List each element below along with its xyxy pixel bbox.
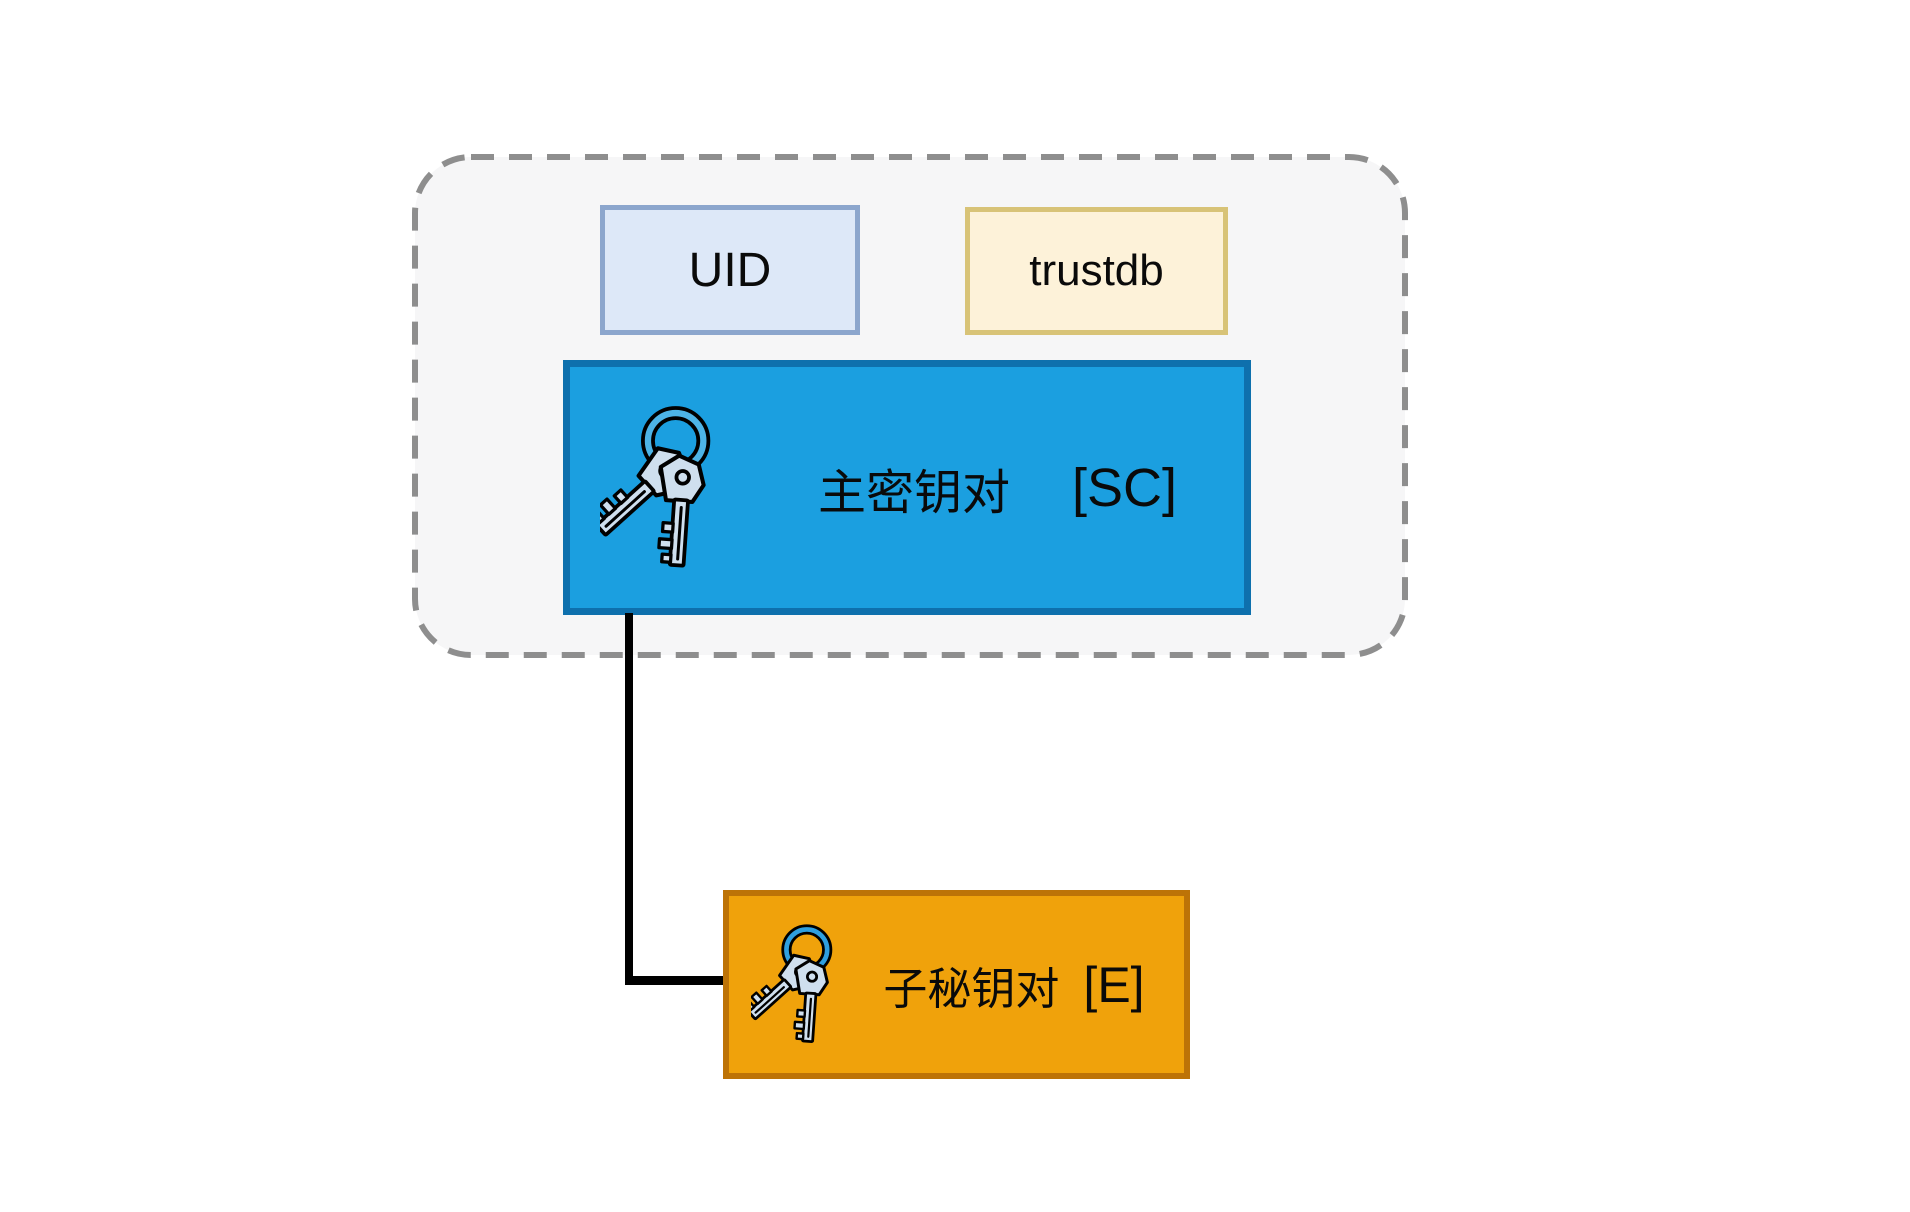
subkey-pair-label: 子秘钥对	[883, 964, 1060, 1014]
trustdb-label: trustdb	[1029, 246, 1164, 295]
subkey-pair-box: 子秘钥对 [E]	[723, 890, 1190, 1079]
uid-label: UID	[688, 243, 772, 297]
uid-box: UID	[600, 205, 860, 335]
trustdb-box: trustdb	[965, 207, 1228, 335]
connector-line-horizontal	[625, 976, 723, 985]
connector-line-vertical	[625, 613, 633, 985]
subkey-pair-labels: 子秘钥对 [E]	[862, 953, 1184, 1017]
master-keypair-usage-tag: [SC]	[1071, 457, 1178, 518]
keys-icon	[600, 405, 711, 573]
subkey-pair-usage-tag: [E]	[1083, 956, 1145, 1013]
master-keypair-labels: 主密钥对 [SC]	[751, 453, 1244, 523]
master-keypair-label: 主密钥对	[817, 466, 1010, 520]
keys-icon	[751, 924, 833, 1044]
master-keypair-box: 主密钥对 [SC]	[563, 360, 1251, 615]
